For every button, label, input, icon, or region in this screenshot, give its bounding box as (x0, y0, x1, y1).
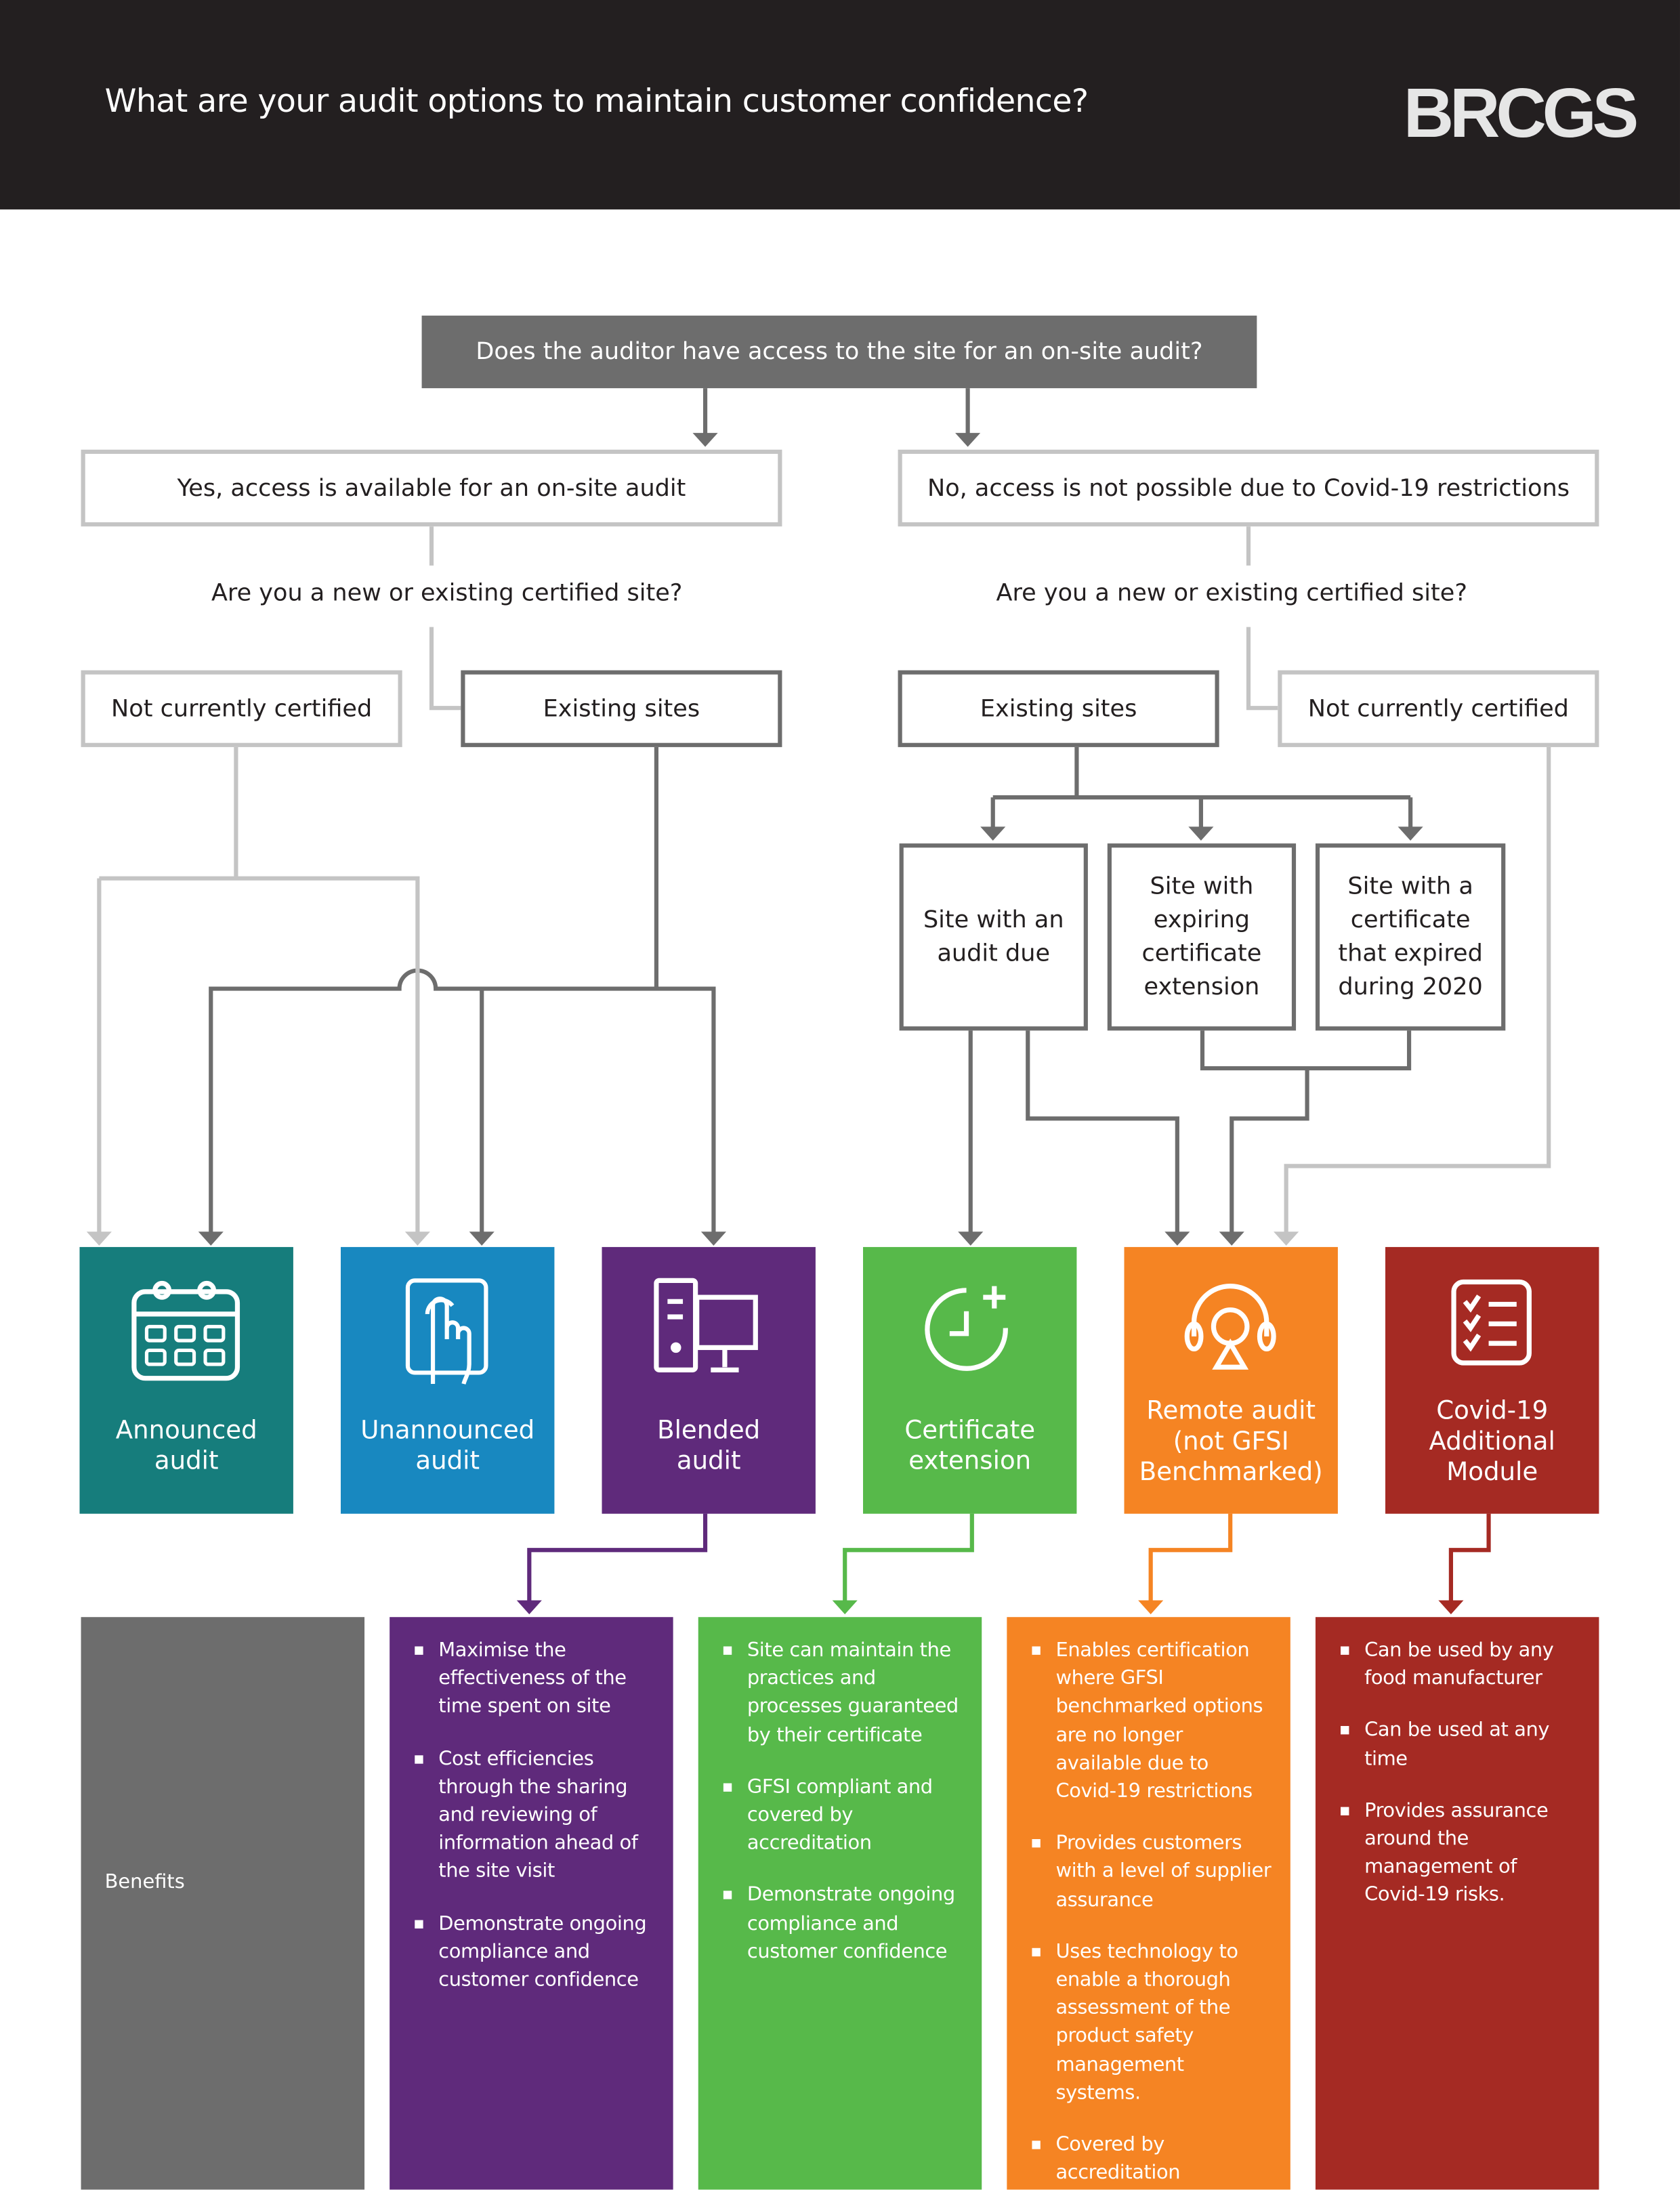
yes-access-box: Yes, access is available for an on-site … (81, 449, 782, 527)
benefits-certificate-extension: Site can maintain the practices and proc… (698, 1617, 982, 2190)
option-covid-module: Covid-19 Additional Module (1385, 1246, 1599, 1514)
yes-existing-sites-box: Existing sites (461, 670, 782, 747)
benefit-item: Can be used at any time (1341, 1717, 1582, 1773)
no-existing-sites-box: Existing sites (898, 670, 1219, 747)
option-announced-audit: Announced audit (79, 1246, 293, 1514)
option-remote-audit: Remote audit (not GFSI Benchmarked) (1124, 1246, 1338, 1514)
site-audit-due-box: Site with an audit due (899, 843, 1088, 1031)
benefit-item: GFSI compliant and covered by accreditat… (723, 1773, 965, 1858)
headset-icon (1184, 1284, 1276, 1370)
checklist-icon (1451, 1279, 1532, 1366)
yes-not-certified-box: Not currently certified (81, 670, 402, 747)
access-question: Does the auditor have access to the site… (421, 315, 1257, 389)
benefit-item: Provides assurance around the management… (1341, 1797, 1582, 1910)
no-access-box: No, access is not possible due to Covid-… (898, 449, 1599, 527)
touch-tablet-icon (405, 1278, 488, 1385)
option-label: Blended audit (657, 1416, 761, 1477)
benefit-item: Site can maintain the practices and proc… (723, 1637, 965, 1750)
benefit-item: Provides customers with a level of suppl… (1032, 1830, 1274, 1914)
benefits-label-panel: Benefits (81, 1617, 365, 2190)
benefits-label: Benefits (104, 1871, 185, 1894)
header-bar (0, 0, 1680, 210)
calendar-icon (131, 1280, 240, 1381)
benefit-item: Can be used by any food manufacturer (1341, 1637, 1582, 1693)
benefit-item: Cost efficiencies through the sharing an… (415, 1745, 656, 1886)
no-site-question: Are you a new or existing certified site… (996, 579, 1467, 608)
benefit-item: Covered by accreditation (1032, 2131, 1274, 2187)
option-label: Certificate extension (904, 1416, 1036, 1477)
option-unannounced-audit: Unannounced audit (341, 1246, 555, 1514)
site-expired-2020-box: Site with a certificate that expired dur… (1315, 843, 1506, 1031)
benefits-blended-audit: Maximise the effectiveness of the time s… (390, 1617, 673, 2190)
option-certificate-extension: Certificate extension (863, 1246, 1077, 1514)
option-label: Unannounced audit (360, 1416, 535, 1477)
yes-site-question: Are you a new or existing certified site… (211, 579, 683, 608)
arrowheads (86, 433, 1464, 1615)
benefit-item: Maximise the effectiveness of the time s… (415, 1637, 656, 1721)
benefits-remote-audit: Enables certification where GFSI benchma… (1007, 1617, 1290, 2190)
option-label: Remote audit (not GFSI Benchmarked) (1139, 1396, 1323, 1488)
computer-icon (654, 1278, 758, 1372)
option-label: Covid-19 Additional Module (1429, 1396, 1555, 1488)
page-title: What are your audit options to maintain … (104, 83, 1089, 121)
light-connectors (97, 526, 1551, 1236)
benefit-item: Demonstrate ongoing compliance and custo… (723, 1882, 965, 1966)
brcgs-logo: BRCGS (1403, 74, 1639, 152)
benefit-item: Enables certification where GFSI benchma… (1032, 1637, 1274, 1806)
clock-plus-icon (925, 1286, 1008, 1371)
benefit-item: Uses technology to enable a thorough ass… (1032, 1938, 1274, 2107)
option-label: Announced audit (115, 1416, 257, 1477)
site-expiring-extension-box: Site with expiring certificate extension (1107, 843, 1297, 1031)
option-blended-audit: Blended audit (602, 1246, 816, 1514)
benefit-item: Demonstrate ongoing compliance and custo… (415, 1910, 656, 1994)
no-not-certified-box: Not currently certified (1278, 670, 1599, 747)
